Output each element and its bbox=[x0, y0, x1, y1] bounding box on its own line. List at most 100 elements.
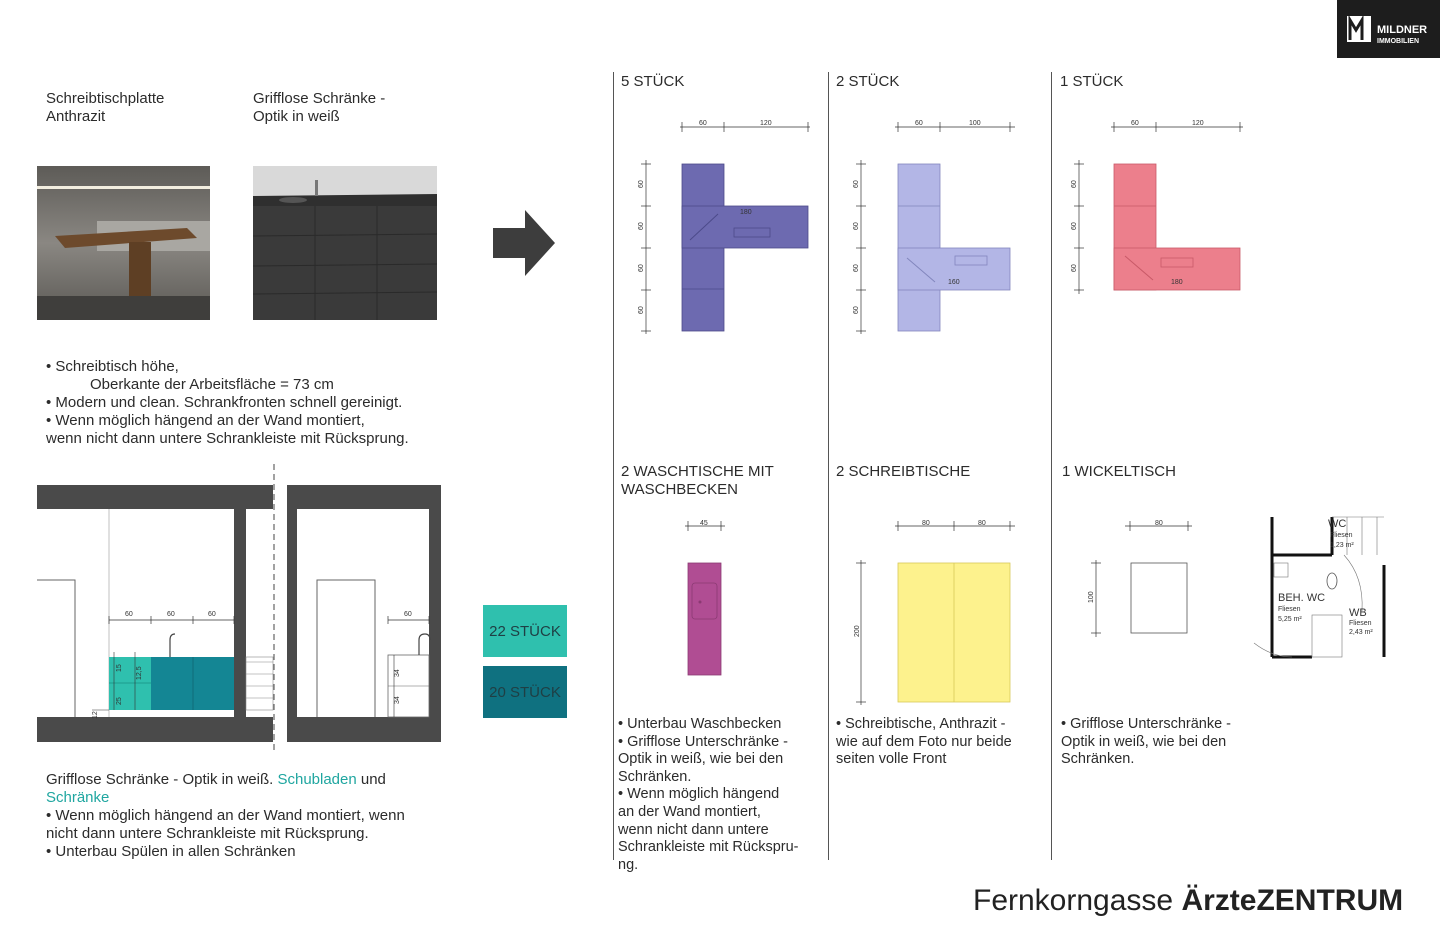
note-accent: Schränke bbox=[46, 789, 110, 806]
dim-label: 60 bbox=[853, 264, 860, 272]
column-divider bbox=[828, 72, 829, 860]
dim-label: 60 bbox=[208, 611, 216, 618]
dim-label: 60 bbox=[1071, 222, 1078, 230]
note-line: • Unterbau Spülen in allen Schränken bbox=[46, 843, 296, 860]
dim-label: 60 bbox=[699, 120, 707, 127]
dim-label: 60 bbox=[915, 120, 923, 127]
dim-label: 100 bbox=[1088, 591, 1095, 603]
room-sub: Fliesen bbox=[1330, 532, 1353, 539]
dim-label: 25 bbox=[116, 697, 123, 705]
title-line: WASCHBECKEN bbox=[621, 481, 738, 498]
dim-label: 60 bbox=[1071, 180, 1078, 188]
note-line: • Wenn möglich hängend bbox=[618, 786, 780, 803]
note-line: • Unterbau Waschbecken bbox=[618, 716, 782, 732]
note-line: Schränken. bbox=[618, 768, 692, 785]
room-sub: Fliesen bbox=[1278, 606, 1301, 613]
dim-label: 34 bbox=[394, 669, 401, 677]
dim-label: 80 bbox=[978, 520, 986, 527]
dim-label: 60 bbox=[638, 264, 645, 272]
caption-line: Optik in weiß bbox=[253, 108, 340, 125]
desk-title: 1 STÜCK bbox=[1060, 73, 1124, 90]
dim-label: 80 bbox=[922, 520, 930, 527]
desk-plan-t-shape: 60 120 60 60 60 60 180 bbox=[638, 120, 810, 334]
note-line: wenn nicht dann untere Schrankleiste mit… bbox=[46, 430, 409, 447]
note-line: Schrankleiste mit Rückspru- bbox=[618, 839, 799, 856]
dim-label: 60 bbox=[853, 222, 860, 230]
note-text: Grifflose Schränke - Optik in weiß. bbox=[46, 771, 278, 788]
item-title-changing-table: 1 WICKELTISCH bbox=[1062, 463, 1176, 480]
logo-text-1: MILDNER bbox=[1377, 24, 1427, 36]
dim-label: 15 bbox=[116, 664, 123, 672]
dim-label: 120 bbox=[760, 120, 772, 127]
room-area: 1,23 m² bbox=[1330, 542, 1354, 549]
caption-line: Anthrazit bbox=[46, 108, 106, 125]
note-text: und bbox=[356, 771, 386, 788]
note-line: nicht dann untere Schrankleiste mit Rück… bbox=[46, 825, 369, 842]
dim-label: 180 bbox=[1171, 279, 1183, 286]
dim-label: 60 bbox=[638, 306, 645, 314]
title-line: 2 WASCHTISCHE MIT bbox=[621, 463, 774, 480]
dim-label: 60 bbox=[638, 180, 645, 188]
dim-label: 45 bbox=[700, 520, 708, 527]
item-title-desks: 2 SCHREIBTISCHE bbox=[836, 463, 971, 480]
note-line: wie auf dem Foto nur beide bbox=[836, 733, 1012, 750]
dim-label: 60 bbox=[853, 180, 860, 188]
desk-title: 5 STÜCK bbox=[621, 73, 685, 90]
dim-label: 60 bbox=[1071, 264, 1078, 272]
dim-label: 60 bbox=[638, 222, 645, 230]
note-line: • Modern und clean. Schrankfronten schne… bbox=[46, 394, 403, 411]
logo-text-2: IMMOBILIEN bbox=[1377, 38, 1419, 45]
note-line: ng. bbox=[618, 856, 639, 873]
note-line: • Grifflose Unterschränke - bbox=[1061, 716, 1232, 732]
note-accent: Schubladen bbox=[277, 771, 357, 788]
note-line: an der Wand montiert, bbox=[618, 803, 761, 820]
desk-notes: • Schreibtisch höhe, Oberkante der Arbei… bbox=[46, 358, 466, 448]
room-label: WB bbox=[1349, 607, 1367, 619]
dim-label: 100 bbox=[969, 120, 981, 127]
dim-label: 120 bbox=[1192, 120, 1204, 127]
dim-label: 180 bbox=[740, 209, 752, 216]
desk-title: 2 STÜCK bbox=[836, 73, 900, 90]
desks-notes: • Schreibtische, Anthrazit - wie auf dem… bbox=[836, 716, 1046, 769]
logo-mark-icon: MILDNER IMMOBILIEN bbox=[1347, 14, 1427, 45]
photo-cabinets bbox=[253, 166, 437, 320]
note-line: Optik in weiß, wie bei den bbox=[618, 751, 784, 768]
caption-cabinets: Grifflose Schränke - Optik in weiß bbox=[253, 90, 385, 126]
footer-normal: Fernkorngasse bbox=[973, 884, 1182, 917]
changing-table-notes: • Grifflose Unterschränke - Optik in wei… bbox=[1061, 716, 1271, 769]
dim-label: 80 bbox=[1155, 520, 1163, 527]
desk-plan-l-shape: 60 100 60 60 60 60 160 bbox=[853, 120, 1015, 334]
room-label: BEH. WC bbox=[1278, 592, 1325, 604]
note-line: seiten volle Front bbox=[836, 751, 947, 768]
caption-desk-top: Schreibtischplatte Anthrazit bbox=[46, 90, 164, 126]
dim-label: 60 bbox=[125, 611, 133, 618]
footer-bold-b: ZENTRUM bbox=[1256, 884, 1404, 917]
footer-bold-a: Ärzte bbox=[1181, 884, 1257, 917]
note-line: Oberkante der Arbeitsfläche = 73 cm bbox=[90, 376, 334, 393]
note-line: Optik in weiß, wie bei den bbox=[1061, 733, 1227, 750]
changing-table-plan: 80 100 bbox=[1088, 520, 1192, 637]
photo-desk bbox=[37, 166, 210, 320]
dim-label: 12 bbox=[92, 711, 99, 719]
dim-label: 60 bbox=[167, 611, 175, 618]
dim-label: 60 bbox=[853, 306, 860, 314]
dim-label: 34 bbox=[394, 696, 401, 704]
footer-title: Fernkorngasse ÄrzteZENTRUM bbox=[973, 884, 1403, 918]
note-line: wenn nicht dann untere bbox=[618, 821, 769, 838]
caption-line: Schreibtischplatte bbox=[46, 90, 165, 107]
room-area: 2,43 m² bbox=[1349, 629, 1373, 636]
dim-label: 60 bbox=[404, 611, 412, 618]
column-divider bbox=[613, 72, 614, 860]
caption-line: Grifflose Schränke - bbox=[253, 90, 386, 107]
dim-label: 200 bbox=[854, 625, 861, 637]
arrow-right-icon bbox=[493, 210, 555, 276]
cabinet-notes: Grifflose Schränke - Optik in weiß. Schu… bbox=[46, 771, 476, 861]
logo: MILDNER IMMOBILIEN bbox=[1337, 0, 1440, 58]
dim-label: 60 bbox=[1131, 120, 1139, 127]
count-box-light: 22 STÜCK bbox=[483, 605, 567, 657]
count-box-dark: 20 STÜCK bbox=[483, 666, 567, 718]
note-line: Grifflose Schränke - Optik in weiß. Schu… bbox=[46, 771, 476, 789]
note-line: • Wenn möglich hängend an der Wand monti… bbox=[46, 807, 405, 824]
note-line: • Wenn möglich hängend an der Wand monti… bbox=[46, 412, 365, 429]
room-sub: Fliesen bbox=[1349, 620, 1372, 627]
